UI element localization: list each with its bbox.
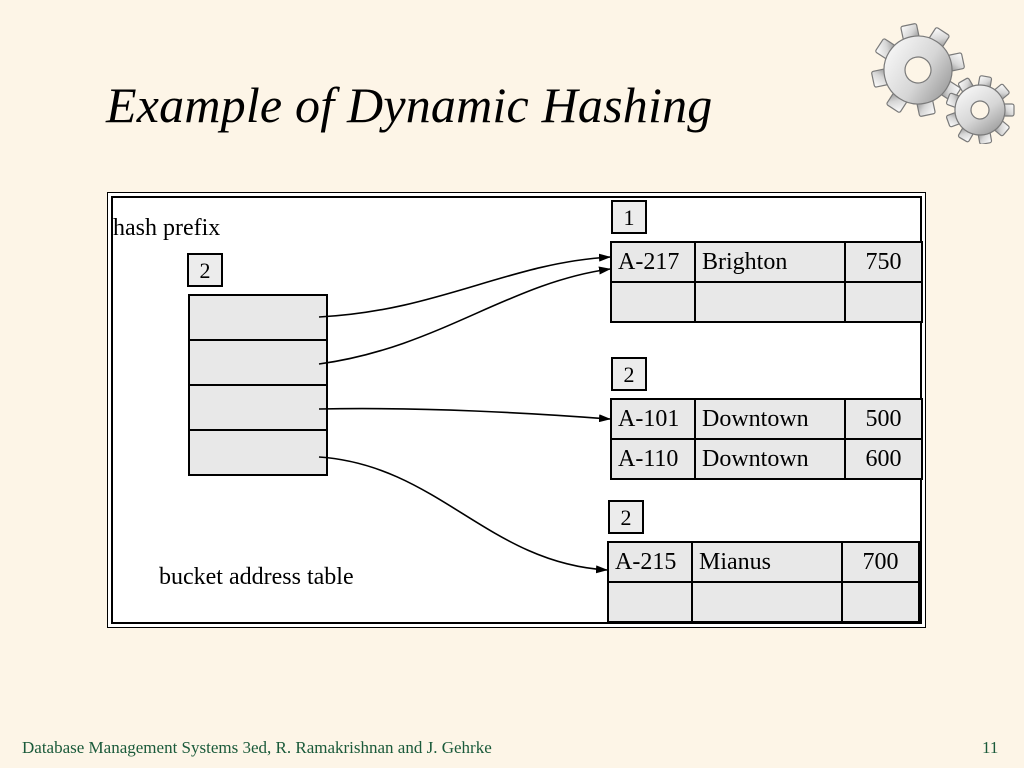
hash-prefix-depth: 2 [187,253,223,287]
account-number: A-217 [610,241,696,283]
branch-name: Mianus [691,541,843,583]
footer-citation: Database Management Systems 3ed, R. Rama… [22,738,492,757]
account-number: A-110 [610,438,696,480]
branch-name [691,581,843,623]
bucket-record: A-110 Downtown 600 [610,438,923,480]
pointer-arrow [318,253,611,318]
bucket-record: A-217 Brighton 750 [610,241,923,283]
account-number: A-215 [607,541,693,583]
gears-icon [871,23,1015,144]
bucket-local-depth: 2 [611,357,647,391]
balance: 600 [844,438,923,480]
bucket-local-depth: 2 [608,500,644,534]
bucket-record [610,281,923,323]
bucket: A-215 Mianus 700 [607,541,920,623]
bucket-record: A-101 Downtown 500 [610,398,923,440]
account-number: A-101 [610,398,696,440]
bucket-record: A-215 Mianus 700 [607,541,920,583]
pointer-arrow [318,456,608,574]
bucket: A-101 Downtown 500 A-110 Downtown 600 [610,398,923,480]
branch-name: Downtown [694,438,846,480]
balance [844,281,923,323]
branch-name: Downtown [694,398,846,440]
balance: 500 [844,398,923,440]
account-number [607,581,693,623]
bucket-address-table-label: bucket address table [159,564,354,590]
hash-prefix-label: hash prefix [113,215,221,241]
dynamic-hashing-figure: hash prefix 2 bucket address table 1 A-2… [107,192,926,628]
branch-name: Brighton [694,241,846,283]
bucket: A-217 Brighton 750 [610,241,923,323]
balance [841,581,920,623]
balance: 750 [844,241,923,283]
pointer-arrows [318,253,611,574]
account-number [610,281,696,323]
balance: 700 [841,541,920,583]
bucket-record [607,581,920,623]
directory-entry [188,429,328,476]
page-number: 11 [982,738,999,757]
slide-title: Example of Dynamic Hashing [106,77,713,133]
bucket-address-table [188,294,328,476]
branch-name [694,281,846,323]
bucket-local-depth: 1 [611,200,647,234]
directory-entry [188,384,328,431]
pointer-arrow [318,266,611,365]
directory-entry [188,339,328,386]
directory-entry [188,294,328,341]
pointer-arrow [318,407,611,423]
